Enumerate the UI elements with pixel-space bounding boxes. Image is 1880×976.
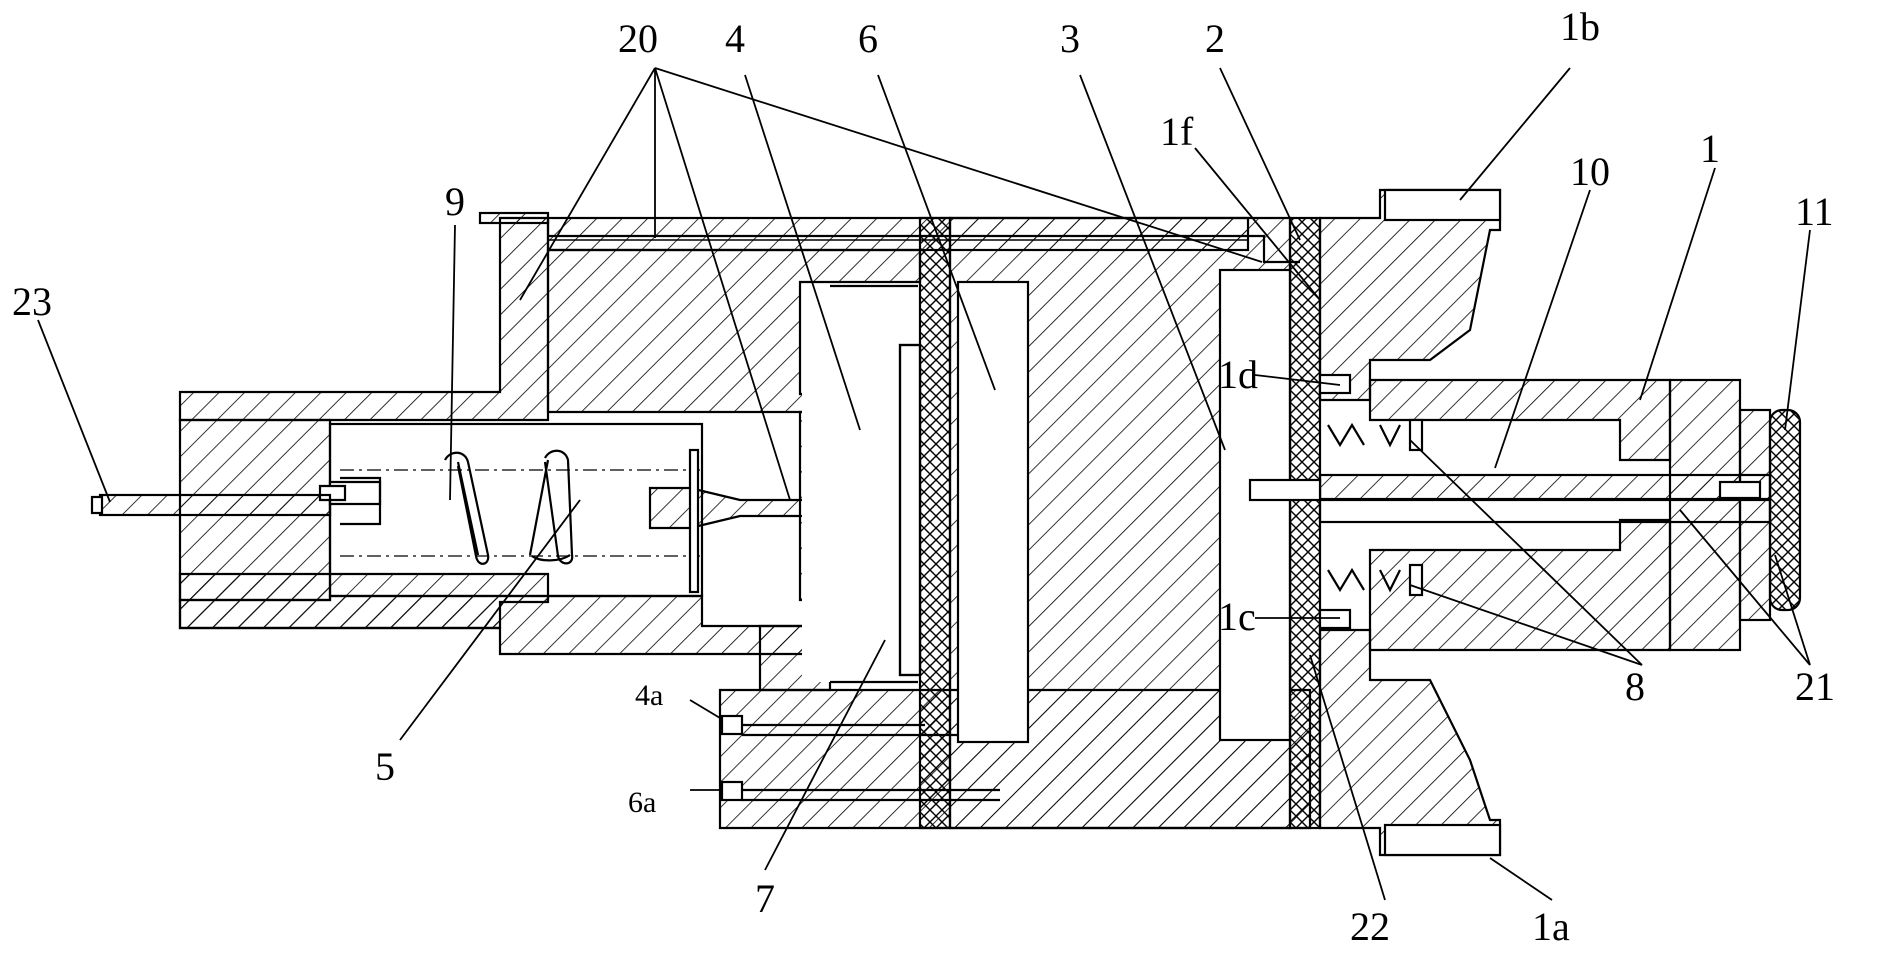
end-cap [1668,378,1802,652]
spring-9 [318,449,700,565]
diaphragm-7 [898,216,952,830]
label-9: 9 [445,179,465,224]
label-8: 8 [1625,664,1645,709]
channel-20 [548,234,1300,264]
label-23: 23 [12,279,52,324]
needle-23 [90,493,332,517]
middle-block [948,216,1292,830]
label-1: 1 [1700,126,1720,171]
right-body [1318,188,1672,857]
label-20: 20 [618,16,658,61]
label-1b: 1b [1560,4,1600,49]
label-21: 21 [1795,664,1835,709]
label-3: 3 [1060,16,1080,61]
reference-labels: 20 4 6 3 2 1b 1f 10 1 11 9 23 1d 1c 8 21… [12,4,1835,949]
label-6: 6 [858,16,878,61]
diaphragm-2 [1288,216,1322,830]
label-10: 10 [1570,149,1610,194]
label-1f: 1f [1160,109,1194,154]
label-5: 5 [375,744,395,789]
label-22: 22 [1350,904,1390,949]
label-1c: 1c [1218,594,1256,639]
label-7: 7 [755,876,775,921]
label-4: 4 [725,16,745,61]
leader-lines [37,67,1811,901]
label-6a: 6a [628,786,656,819]
label-1a: 1a [1532,904,1570,949]
label-11: 11 [1795,189,1834,234]
label-2: 2 [1205,16,1225,61]
label-1d: 1d [1218,352,1258,397]
shaft-10 [1248,473,1772,524]
label-4a: 4a [635,679,663,712]
